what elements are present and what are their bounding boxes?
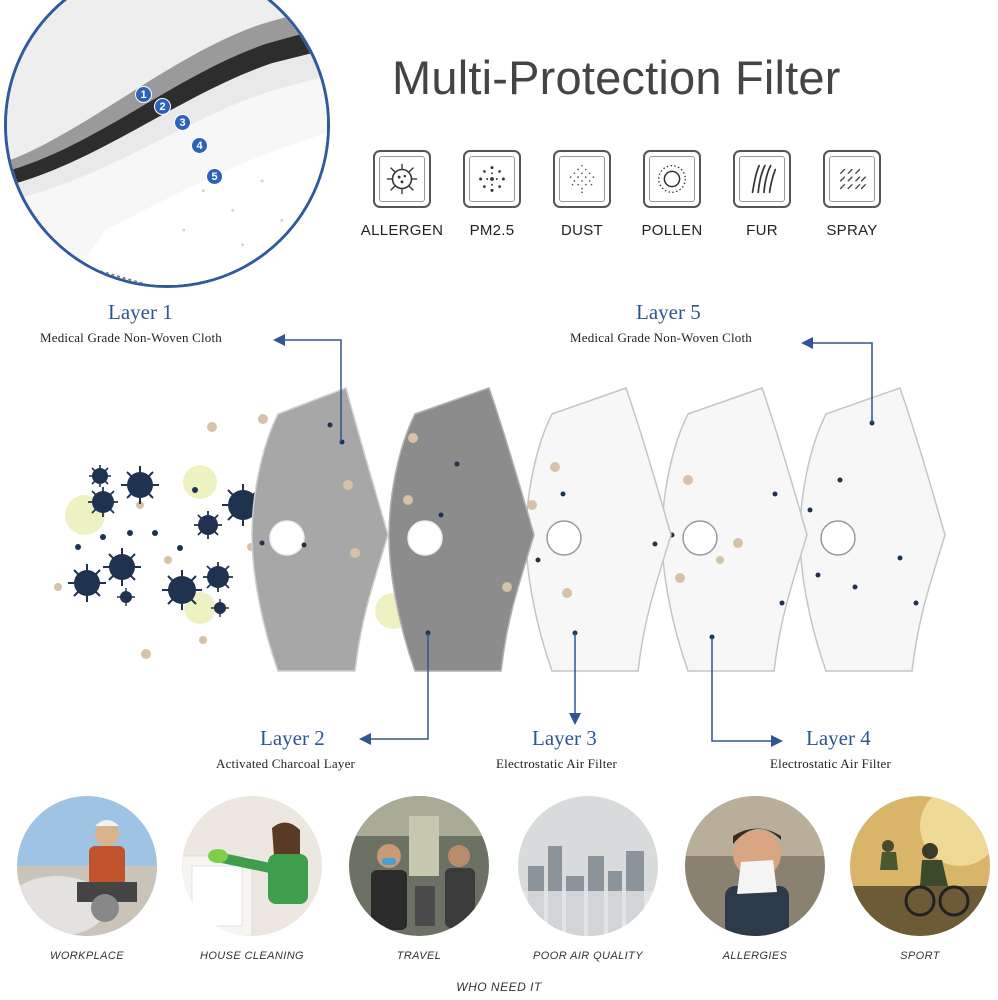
layer-5-title: Layer 5 — [636, 300, 701, 324]
travel-photo — [349, 796, 489, 936]
filter-layer-3 — [525, 387, 672, 672]
filter-label: DUST — [560, 222, 604, 239]
filter-layers-illustration — [54, 334, 946, 747]
layer-4-title: Layer 4 — [806, 726, 871, 750]
usage-sport: SPORT — [840, 796, 998, 962]
filter-pollen: POLLEN — [627, 150, 717, 239]
filter-label: SPRAY — [826, 222, 878, 239]
filter-label: POLLEN — [641, 222, 703, 239]
dust-icon — [569, 164, 595, 194]
layer-4-desc: Electrostatic Air Filter — [770, 756, 892, 771]
usage-label: HOUSE CLEANING — [199, 950, 304, 962]
sport-photo — [850, 796, 990, 936]
usage-label: POOR AIR QUALITY — [533, 950, 643, 962]
filter-layer-2 — [388, 387, 535, 672]
pm25-icon — [479, 166, 505, 192]
layer-number-badge: 4 — [191, 137, 208, 154]
filter-label: PM2.5 — [469, 222, 515, 239]
filter-icon-row: ALLERGEN PM2.5 — [357, 150, 897, 250]
usage-travel: TRAVEL — [339, 796, 499, 962]
workplace-photo — [17, 796, 157, 936]
filter-layer-1 — [251, 387, 389, 672]
layers-diagram: Layer 1 Medical Grade Non-Woven Cloth La… — [0, 290, 998, 790]
magnified-layers-view: 1 2 3 4 5 — [4, 0, 330, 288]
usage-poor-air-quality: POOR AIR QUALITY — [508, 796, 668, 962]
filter-dust: DUST — [537, 150, 627, 239]
layer-number-badge: 3 — [174, 114, 191, 131]
layer-number-badge: 1 — [135, 86, 152, 103]
filter-fur: FUR — [717, 150, 807, 239]
allergen-icon — [386, 163, 418, 195]
who-need-it-caption: WHO NEED IT — [456, 980, 542, 994]
layer-5-desc: Medical Grade Non-Woven Cloth — [570, 330, 753, 345]
filter-spray: SPRAY — [807, 150, 897, 239]
filter-allergen: ALLERGEN — [357, 150, 447, 239]
usage-allergies: ALLERGIES — [675, 796, 835, 962]
filter-label: FUR — [746, 222, 778, 239]
filter-pm25: PM2.5 — [447, 150, 537, 239]
layer-2-title: Layer 2 — [260, 726, 325, 750]
poor-air-quality-photo — [518, 796, 658, 936]
usage-label: WORKPLACE — [50, 950, 124, 962]
filter-layer-4 — [661, 387, 808, 672]
layer-number-badge: 2 — [154, 98, 171, 115]
layer-1-title: Layer 1 — [108, 300, 173, 324]
usage-label: SPORT — [900, 950, 940, 962]
layer-1-desc: Medical Grade Non-Woven Cloth — [40, 330, 223, 345]
usage-label: TRAVEL — [396, 950, 442, 962]
usage-workplace: WORKPLACE — [7, 796, 167, 962]
spray-icon — [839, 168, 866, 190]
layer-3-desc: Electrostatic Air Filter — [496, 756, 618, 771]
layer-number-badge: 5 — [206, 168, 223, 185]
layer-2-desc: Activated Charcoal Layer — [216, 756, 356, 771]
fur-icon — [751, 164, 777, 194]
filter-label: ALLERGEN — [360, 222, 444, 239]
usage-house-cleaning: HOUSE CLEANING — [172, 796, 332, 962]
usage-label: ALLERGIES — [722, 950, 788, 962]
page-title: Multi-Protection Filter — [392, 51, 841, 104]
magnified-layers-illustration — [7, 0, 327, 285]
layer-3-title: Layer 3 — [532, 726, 597, 750]
pollen-icon — [658, 165, 686, 193]
allergies-photo — [685, 796, 825, 936]
layer-connectors — [273, 334, 873, 747]
house-cleaning-photo — [182, 796, 322, 936]
filter-layer-5 — [799, 387, 946, 672]
